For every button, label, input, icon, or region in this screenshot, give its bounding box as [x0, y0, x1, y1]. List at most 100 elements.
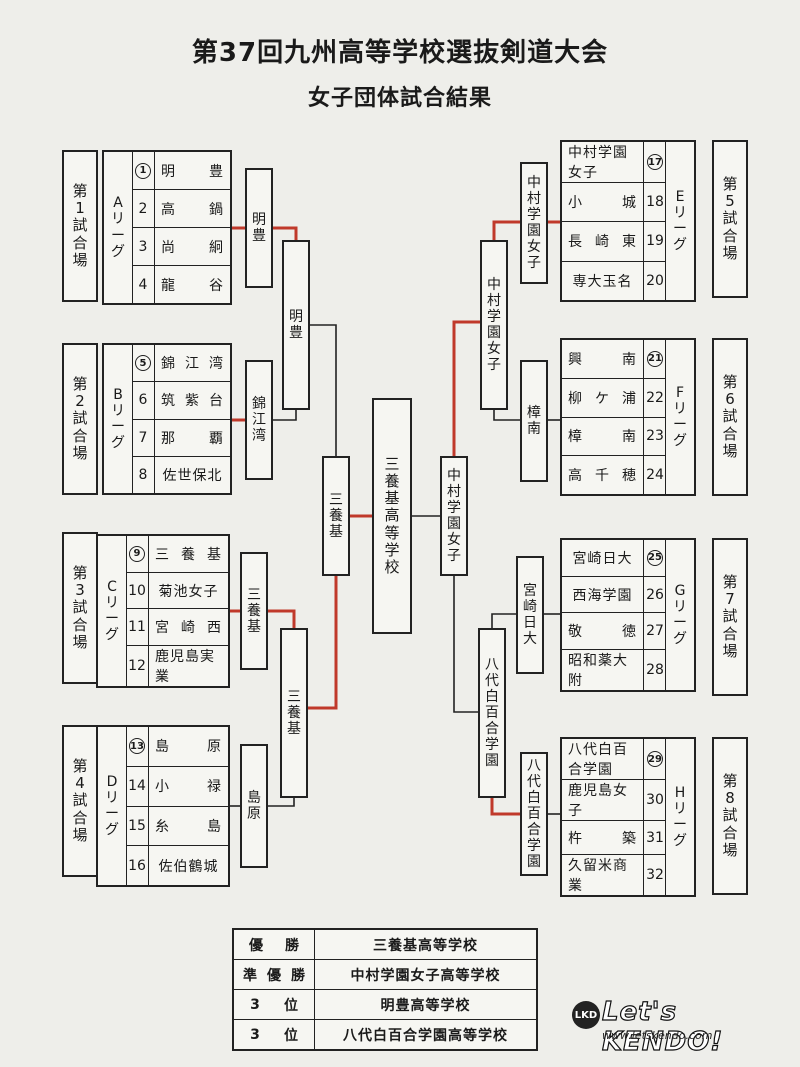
char: 子	[527, 255, 541, 272]
char: 子	[487, 357, 501, 374]
team-number: 28	[643, 650, 666, 691]
team-name-part: 西	[207, 620, 222, 637]
char: 八	[527, 757, 541, 774]
char: グ	[105, 822, 119, 839]
result-row: 準優勝中村学園女子高等学校	[234, 959, 536, 989]
char: 園	[485, 753, 499, 770]
char: D	[106, 773, 118, 790]
lets-kendo-logo: LKD Let's KENDO! www.letskendo.com	[572, 995, 772, 1058]
winner-circle-icon: 25	[647, 549, 663, 566]
char: 子	[447, 548, 461, 565]
result-rank: 準優勝	[234, 960, 315, 989]
team-number: 27	[643, 613, 666, 650]
team-name: 島原	[149, 727, 228, 766]
rank-char: 3	[250, 1026, 260, 1043]
team-name-part: 南	[622, 429, 637, 446]
char: 6	[725, 390, 735, 409]
line-r1g-r2	[491, 613, 516, 628]
team-name: 西海学園	[562, 577, 643, 613]
char: 原	[247, 806, 261, 822]
winner-circle-icon: 5	[135, 355, 151, 372]
char: 合	[72, 615, 88, 634]
team-name-part: 養	[181, 546, 196, 563]
char: 合	[72, 808, 88, 827]
team-number: 22	[643, 378, 666, 417]
char: 第	[72, 756, 88, 775]
char: B	[113, 386, 123, 403]
char: 試	[72, 409, 88, 428]
char: 場	[722, 641, 738, 660]
rank-char: 準	[243, 967, 257, 984]
team-name: 中村学園女子	[562, 142, 643, 182]
team-name: 糸島	[149, 807, 228, 846]
team-name: 鹿児島実業	[149, 646, 228, 686]
char: 女	[447, 532, 461, 549]
result-school: 三養基高等学校	[373, 937, 478, 954]
char: H	[674, 784, 686, 801]
line-r1a-r2	[273, 226, 298, 240]
team-number: 24	[643, 456, 666, 494]
char: 女	[527, 239, 541, 256]
rank-char: 位	[283, 997, 298, 1014]
team-name-part: 筑	[161, 393, 176, 410]
team-name-part: 高	[161, 201, 176, 218]
logo-text: Let's KENDO!	[601, 996, 724, 1057]
round1-winner-6: 樟南	[520, 360, 548, 482]
team-row: 樟 南 23	[562, 416, 666, 456]
team-name: 小禄	[149, 767, 228, 806]
team-number: 6	[132, 382, 155, 419]
team-name-part: 西海学園	[572, 587, 633, 604]
char: リ	[111, 211, 125, 228]
winner-circle-icon: 13	[129, 738, 145, 755]
char: 園	[527, 854, 541, 871]
char: グ	[673, 833, 687, 850]
char: 園	[487, 325, 501, 341]
char: F	[675, 384, 685, 401]
round2-winner-1: 明豊	[282, 240, 310, 410]
char: 錦	[252, 395, 266, 412]
char: 基	[287, 721, 301, 738]
char: 白	[527, 789, 541, 806]
char: リ	[105, 789, 119, 806]
team-name-part: 樟	[568, 429, 583, 446]
team-name: 宮崎日大	[562, 540, 643, 576]
char: 試	[722, 407, 738, 426]
char: 三	[384, 454, 400, 473]
char: 場	[72, 825, 88, 844]
team-name-part: 南	[622, 351, 637, 368]
char: 4	[75, 774, 85, 793]
char: 女	[487, 341, 501, 358]
char: 学	[384, 540, 400, 559]
team-name-part: 佐伯鶴城	[158, 858, 219, 875]
team-name-part: 東	[622, 234, 637, 251]
char: 試	[72, 216, 88, 235]
char: 7	[725, 590, 735, 609]
team-name-part: 小	[155, 779, 170, 796]
char: 養	[247, 602, 261, 619]
char: ー	[673, 615, 687, 631]
team-name: 宮崎西	[149, 609, 228, 645]
char: 八	[485, 656, 499, 673]
team-name-part: 明	[161, 163, 176, 180]
team-number: 12	[126, 646, 149, 687]
char: 基	[247, 619, 261, 636]
team-number: 23	[643, 417, 666, 456]
